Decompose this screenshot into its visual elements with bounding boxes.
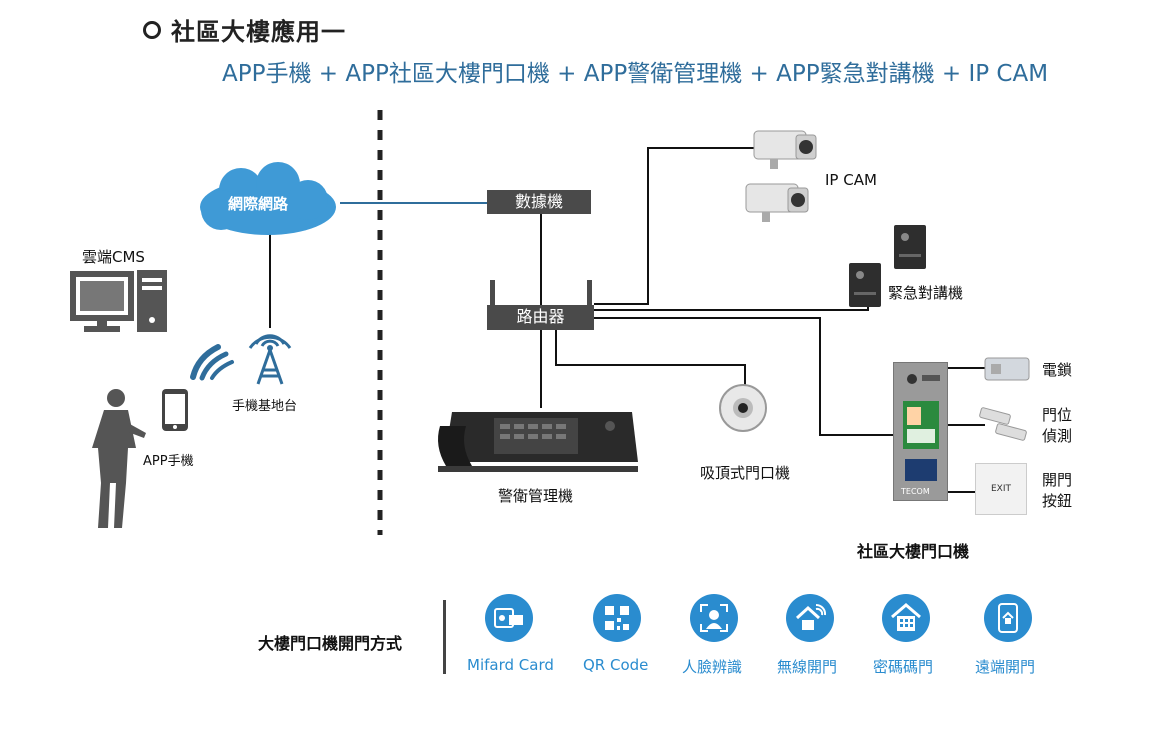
computer-icon	[70, 270, 167, 332]
person-silhouette-icon	[92, 389, 146, 528]
button-label-line2: 按鈕	[1042, 492, 1073, 510]
cms-label: 雲端CMS	[82, 248, 145, 266]
guard-label: 警衛管理機	[498, 487, 574, 505]
tower-label: 手機基地台	[232, 399, 298, 414]
electric-lock-icon	[984, 357, 1030, 381]
router-box: 路由器	[487, 305, 594, 330]
router-ceiling-link	[555, 330, 746, 385]
method-icon-wrap	[485, 594, 533, 642]
door-panel-face	[903, 374, 940, 481]
wireless-signal-icon	[190, 344, 234, 381]
router-antenna-icon	[490, 280, 592, 308]
router-emergency-link	[594, 280, 869, 311]
ceiling-label: 吸頂式門口機	[700, 464, 791, 482]
wireless-lock-icon	[786, 594, 834, 642]
methods-divider	[443, 600, 446, 674]
emergency-intercom-icon	[894, 225, 926, 269]
method-label: 遠端開門	[975, 658, 1036, 676]
face-id-icon	[690, 594, 738, 642]
exit-button-text: EXIT	[990, 484, 1011, 494]
router-panel-link	[594, 317, 893, 436]
method-icon-wrap	[882, 594, 930, 642]
ip-camera-icon	[753, 130, 817, 169]
circle-bullet-icon	[143, 20, 161, 39]
cloud-icon	[200, 162, 336, 235]
sensor-label-line2: 偵測	[1042, 427, 1073, 445]
panel-brand-label: TECOM	[901, 487, 930, 496]
ip-camera-icon	[745, 183, 809, 222]
cloud-label: 網際網路	[228, 195, 289, 213]
remote-phone-icon	[984, 594, 1032, 642]
panel-label: 社區大樓門口機	[857, 542, 970, 561]
title-row: 社區大樓應用一	[143, 12, 346, 47]
button-label-line1: 開門	[1042, 471, 1073, 489]
router-ipcam-link	[594, 147, 760, 305]
card-icon	[485, 594, 533, 642]
cell-tower-icon	[248, 334, 292, 385]
method-icon-wrap	[593, 594, 641, 642]
phone-label: APP手機	[143, 454, 194, 469]
sensor-label-line1: 門位	[1042, 406, 1073, 424]
method-label: QR Code	[583, 656, 649, 674]
method-icon-wrap	[690, 594, 738, 642]
method-label: 無線開門	[777, 658, 838, 676]
page-title: 社區大樓應用一	[171, 18, 346, 46]
door-sensor-icon	[979, 407, 1027, 441]
method-label: 人臉辨識	[682, 658, 743, 676]
exit-button-icon: EXIT	[975, 463, 1027, 515]
methods-heading: 大樓門口機開門方式	[258, 634, 403, 653]
method-icon-wrap	[786, 594, 834, 642]
method-label: Mifard Card	[467, 656, 554, 674]
door-panel	[893, 362, 948, 501]
keypad-house-icon	[882, 594, 930, 642]
method-label: 密碼碼門	[873, 658, 934, 676]
lock-label: 電鎖	[1042, 361, 1073, 379]
smartphone-icon	[162, 389, 188, 431]
switch-box: 數據機	[487, 190, 591, 214]
qr-code-icon	[593, 594, 641, 642]
ceiling-door-unit-icon	[719, 384, 767, 432]
method-icon-wrap	[984, 594, 1032, 642]
guard-console-icon	[438, 412, 638, 472]
page-subtitle: APP手機 + APP社區大樓門口機 + APP警衛管理機 + APP緊急對講機…	[222, 61, 1049, 87]
ipcam-label: IP CAM	[825, 171, 877, 189]
emergency-intercom-icon	[849, 263, 881, 307]
emergency-label: 緊急對講機	[888, 284, 964, 302]
